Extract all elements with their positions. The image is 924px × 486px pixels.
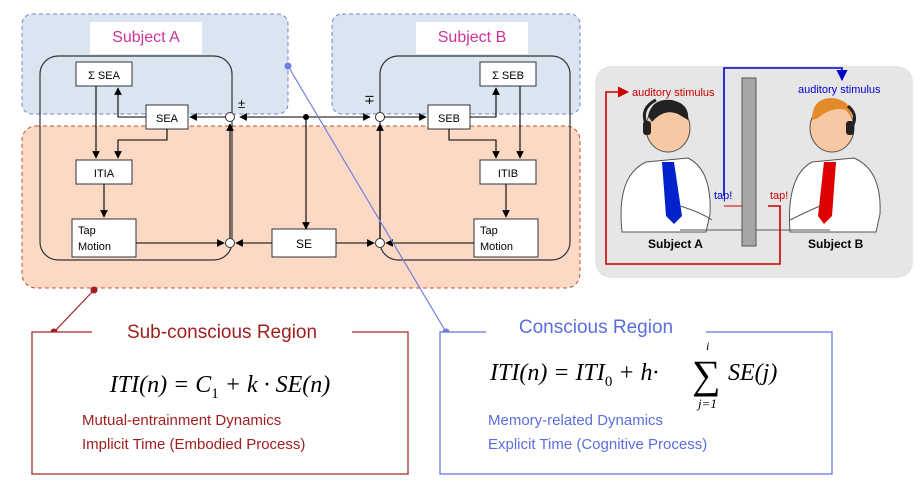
tap-motion-a-block xyxy=(71,218,137,258)
subject-b-caption: Subject B xyxy=(808,237,864,251)
sum-se-b-label: Σ SEB xyxy=(492,70,524,82)
junction-a-top xyxy=(225,112,235,122)
tap-motion-b-label-1: Tap xyxy=(480,225,498,237)
tap-motion-a-label-2: Motion xyxy=(78,241,111,253)
iti-a-label: ITIA xyxy=(94,168,115,180)
auditory-stimulus-b: auditory stimulus xyxy=(798,84,881,96)
conscious-pointer-dot-top xyxy=(284,62,292,70)
tap-motion-b-label-2: Motion xyxy=(480,241,513,253)
se-b-block xyxy=(427,104,471,130)
iti-b-label: ITIB xyxy=(498,168,518,180)
conscious-pointer-line xyxy=(287,65,447,333)
tap-motion-b-block xyxy=(473,218,539,258)
subject-a-loop xyxy=(39,55,233,261)
auditory-stimulus-a: auditory stimulus xyxy=(632,87,715,99)
sign-minus-plus: ∓ xyxy=(364,92,375,107)
subject-a-figure xyxy=(620,98,713,233)
se-a-label: SEA xyxy=(156,113,179,125)
conscious-title: Conscious Region xyxy=(519,317,673,338)
junction-b-top xyxy=(375,112,385,122)
conscious-sum-top: i xyxy=(706,339,709,353)
subconscious-title: Sub-conscious Region xyxy=(127,322,317,343)
conscious-box xyxy=(439,331,833,475)
iti-b-block xyxy=(479,159,537,185)
sign-plus-minus: ± xyxy=(238,96,245,111)
subconscious-box xyxy=(31,331,409,475)
subconscious-line2: Implicit Time (Embodied Process) xyxy=(82,436,305,453)
junction-a-bottom xyxy=(225,238,235,248)
se-block xyxy=(271,228,337,258)
tap-motion-a-label-1: Tap xyxy=(78,225,96,237)
se-b-label: SEB xyxy=(438,113,460,125)
conscious-line1: Memory-related Dynamics xyxy=(488,412,663,429)
subject-b-label: Subject B xyxy=(438,29,506,46)
sum-se-a-block xyxy=(75,61,133,87)
conscious-sigma: ∑ xyxy=(692,352,721,397)
subconscious-pointer-dot-top xyxy=(90,286,98,294)
subconscious-region xyxy=(21,125,581,289)
sum-se-a-label: Σ SEA xyxy=(88,70,121,82)
subconscious-equation: ITI(n) = C1 + k · SE(n) xyxy=(109,372,331,402)
conscious-equation-tail: SE(j) xyxy=(728,360,777,386)
se-label: SE xyxy=(296,237,312,251)
tap-label-a: tap! xyxy=(714,190,732,202)
junction-b-bottom xyxy=(375,238,385,248)
conscious-sum-bottom: j=1 xyxy=(696,396,717,411)
tap-label-b: tap! xyxy=(770,190,788,202)
subject-a-caption: Subject A xyxy=(648,237,703,251)
conscious-equation: ITI(n) = ITI0 + h· xyxy=(489,360,659,390)
subconscious-line1: Mutual-entrainment Dynamics xyxy=(82,412,281,429)
subject-a-label: Subject A xyxy=(112,29,180,46)
blue-loop xyxy=(723,67,848,196)
sum-se-b-block xyxy=(479,61,537,87)
conscious-line2: Explicit Time (Cognitive Process) xyxy=(488,436,707,453)
partition-wall xyxy=(741,77,757,247)
subject-b-figure xyxy=(789,98,881,233)
subconscious-pointer-line xyxy=(53,289,95,333)
red-loop xyxy=(605,86,781,265)
